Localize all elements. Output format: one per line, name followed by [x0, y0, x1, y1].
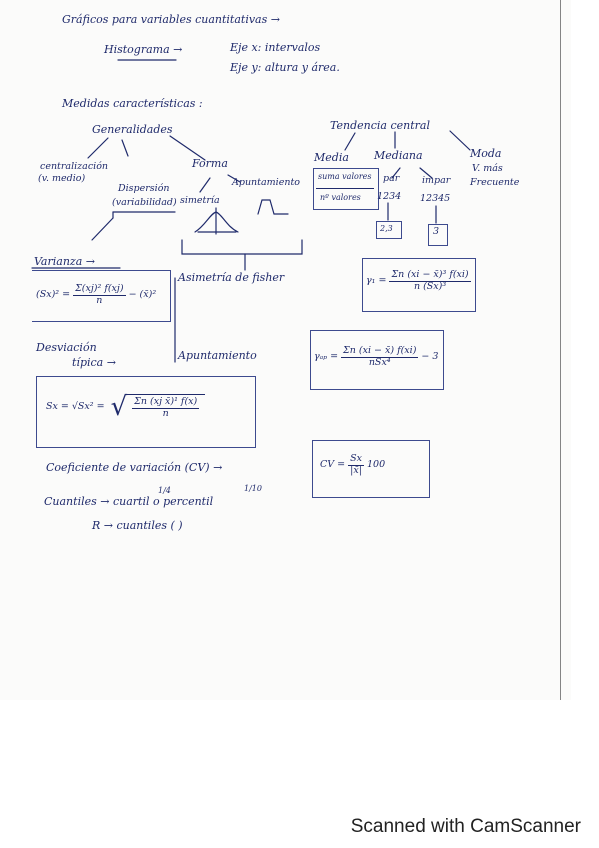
coeficiente-box: [312, 440, 430, 498]
apuntamiento-fraction: Σn (xi − x̄) f(xi) nSx⁴: [341, 345, 419, 369]
box-impar: [428, 224, 448, 246]
desviacion-sqrt: √ Σn (xj x̄)¹ f(x) n: [111, 394, 206, 420]
medidas-title: Medidas características :: [62, 97, 203, 110]
eje-y-label: Eje y: altura y área.: [230, 61, 340, 74]
apuntamiento-denominator: nSx⁴: [368, 356, 391, 368]
arrow-centralizacion: [87, 137, 109, 159]
box-par-value: 2,3: [380, 224, 393, 233]
arrow-apuntamiento: [227, 174, 241, 183]
forma-label: Forma: [192, 157, 228, 170]
coeficiente-denominator: |x̄|: [350, 464, 362, 476]
asimetria-numerator: Σn (xi − x̄)³ f(xi): [389, 269, 471, 282]
asimetria-title: Asimetría de fisher: [178, 271, 285, 284]
varianza-tail: − (x̄)²: [128, 288, 157, 300]
seq-impar: 12345: [420, 193, 451, 204]
varianza-formula: (Sx)² = Σ(xj)² f(xj) n − (x̄)²: [36, 283, 157, 307]
cuartil-fraction: 1/4: [158, 486, 171, 495]
sqrt-symbol: √: [110, 392, 128, 422]
eje-x-label: Eje x: intervalos: [230, 41, 321, 54]
arrow-moda: [449, 130, 471, 151]
varianza-denominator: n: [96, 294, 103, 306]
sqrt-content: Σn (xj x̄)¹ f(x) n: [126, 394, 206, 420]
camscanner-watermark: Scanned with CamScanner: [350, 816, 581, 837]
apuntamiento-lhs: γₐₚ =: [314, 350, 339, 362]
page-edge-shadow: [560, 0, 561, 700]
apuntamiento-tail: − 3: [421, 350, 439, 362]
media-box-line-1: suma valores: [318, 172, 372, 181]
varianza-box: [32, 270, 171, 322]
desviacion-title-2: típica →: [72, 356, 116, 369]
percentil-fraction: 1/10: [244, 484, 262, 493]
mediana-impar-label: impar: [422, 175, 451, 186]
media-box: [313, 168, 379, 210]
asimetria-box: [362, 258, 476, 312]
asimetria-lhs: γ₁ =: [366, 274, 387, 286]
apuntamiento-sketch: [257, 199, 289, 215]
apuntamiento-title: Apuntamiento: [178, 349, 257, 362]
scanned-page: [0, 0, 571, 700]
seq-par: 1234: [377, 191, 402, 202]
coeficiente-numerator: Sx: [348, 453, 364, 466]
mediana-label: Mediana: [374, 149, 423, 162]
forma-bracket: [181, 239, 303, 255]
apuntamiento-box: [310, 330, 444, 390]
moda-note-1: V. más: [472, 163, 503, 174]
cuantiles-r-line: R → cuantiles ( ): [92, 519, 183, 532]
arrow-impar: [419, 167, 433, 179]
media-box-line-2: nº valores: [320, 193, 361, 202]
coeficiente-tail: 100: [366, 458, 386, 470]
generalidades-label: Generalidades: [92, 123, 173, 136]
coeficiente-formula: CV = Sx |x̄| 100: [320, 453, 386, 477]
dispersion-label: Dispersión: [118, 183, 170, 194]
tendencia-central-label: Tendencia central: [330, 119, 430, 132]
media-box-fraction-bar: [316, 188, 374, 189]
arrow-simetria: [199, 177, 211, 193]
moda-label: Moda: [470, 147, 502, 160]
v-medio-label: (v. medio): [38, 173, 86, 184]
box-par: [376, 221, 402, 239]
coeficiente-lhs: CV =: [320, 458, 346, 470]
desviacion-fraction: Σn (xj x̄)¹ f(x) n: [132, 396, 200, 420]
desviacion-box: [36, 376, 256, 448]
mediana-par-label: par: [383, 173, 400, 184]
asimetria-formula: γ₁ = Σn (xi − x̄)³ f(xi) n (Sx)³: [366, 269, 474, 293]
apuntamiento-numerator: Σn (xi − x̄) f(xi): [341, 345, 419, 358]
apuntamiento-label: Apuntamiento: [232, 177, 300, 188]
desviacion-lhs: Sx = √Sx² =: [46, 400, 105, 412]
varianza-title: Varianza →: [34, 255, 95, 268]
arrow-varianza: [91, 217, 114, 241]
arrow-par: [391, 167, 401, 179]
varianza-numerator: Σ(xj)² f(xj): [73, 283, 126, 296]
desviacion-formula: Sx = √Sx² = √ Σn (xj x̄)¹ f(x) n: [46, 394, 206, 420]
graficos-title: Gráficos para variables cuantitativas →: [62, 13, 280, 26]
variabilidad-label: (variabilidad): [112, 197, 177, 208]
centralizacion-label: centralización: [40, 161, 109, 172]
arrow-forma: [169, 135, 206, 161]
histograma-label: Histograma →: [104, 43, 183, 56]
asimetria-fraction: Σn (xi − x̄)³ f(xi) n (Sx)³: [389, 269, 471, 293]
desviacion-title-1: Desviación: [36, 341, 97, 354]
coeficiente-fraction: Sx |x̄|: [348, 453, 364, 477]
moda-note-2: Frecuente: [470, 177, 520, 188]
cuantiles-line: Cuantiles → cuartil o percentil: [44, 495, 214, 508]
media-label: Media: [314, 151, 349, 164]
simetria-label: simetría: [180, 195, 220, 206]
apuntamiento-formula: γₐₚ = Σn (xi − x̄) f(xi) nSx⁴ − 3: [314, 345, 439, 369]
box-impar-value: 3: [433, 226, 440, 237]
coeficiente-title: Coeficiente de variación (CV) →: [46, 461, 223, 474]
arrow-dispersion: [121, 139, 129, 157]
asimetria-denominator: n (Sx)³: [413, 280, 447, 292]
varianza-lhs: (Sx)² =: [36, 288, 71, 300]
varianza-fraction: Σ(xj)² f(xj) n: [73, 283, 126, 307]
desviacion-denominator: n: [162, 408, 169, 419]
desviacion-numerator: Σn (xj x̄)¹ f(x): [132, 396, 200, 409]
arrow-media: [344, 132, 356, 151]
